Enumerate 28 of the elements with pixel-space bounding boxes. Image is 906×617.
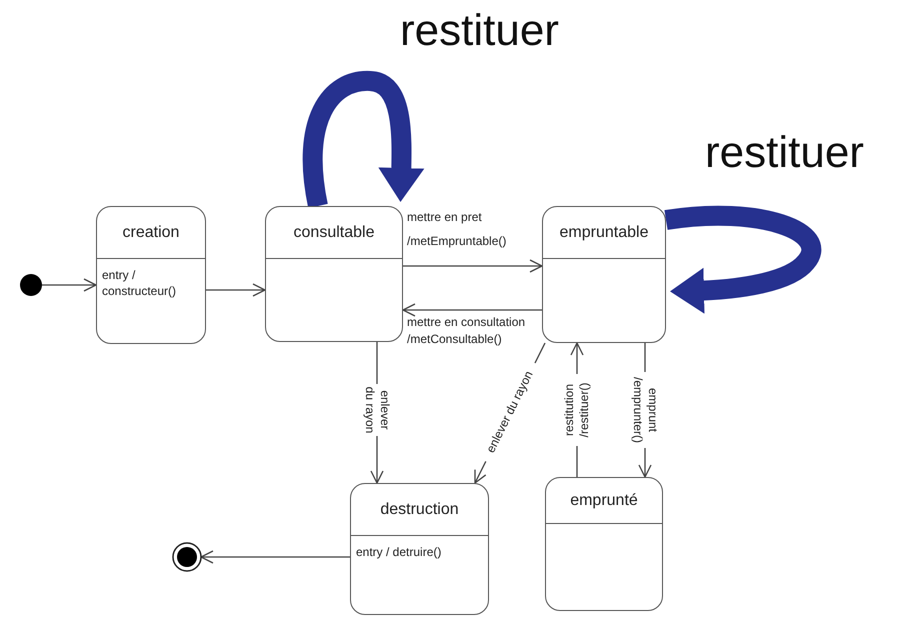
transition-arrow [200, 550, 350, 564]
edge-label: restitution /restituer() [562, 374, 592, 446]
state-box [542, 206, 666, 343]
edge-label: emprunt /emprunter() [630, 372, 660, 448]
entry-action: entry / constructeur() [102, 267, 178, 299]
final-state-circle [172, 542, 202, 572]
state-box [545, 477, 663, 611]
self-loop-arrow [302, 71, 424, 208]
transition-arrow [206, 283, 266, 297]
edge-label: restituer [400, 6, 559, 56]
edge-label: mettre en pret /metEmpruntable() [407, 209, 508, 250]
edge-label: enlever du rayon [362, 384, 392, 436]
state-box [96, 206, 206, 344]
state-name: emprunté [570, 492, 638, 510]
transition-arrow [403, 259, 543, 273]
state-box [350, 483, 489, 615]
transition-arrow [402, 303, 542, 317]
transition-arrow [42, 278, 97, 292]
state-name: creation [122, 224, 180, 242]
state-name: destruction [380, 500, 459, 518]
edge-label: mettre en consultation /metConsultable() [407, 314, 526, 348]
state-name: consultable [294, 224, 374, 242]
self-loop-arrow [664, 206, 821, 314]
entry-action: entry / detruire() [356, 544, 442, 560]
state-name: empruntable [560, 224, 648, 242]
initial-state-circle [20, 274, 42, 296]
state-box [265, 206, 403, 342]
edge-label: restituer [705, 128, 864, 178]
